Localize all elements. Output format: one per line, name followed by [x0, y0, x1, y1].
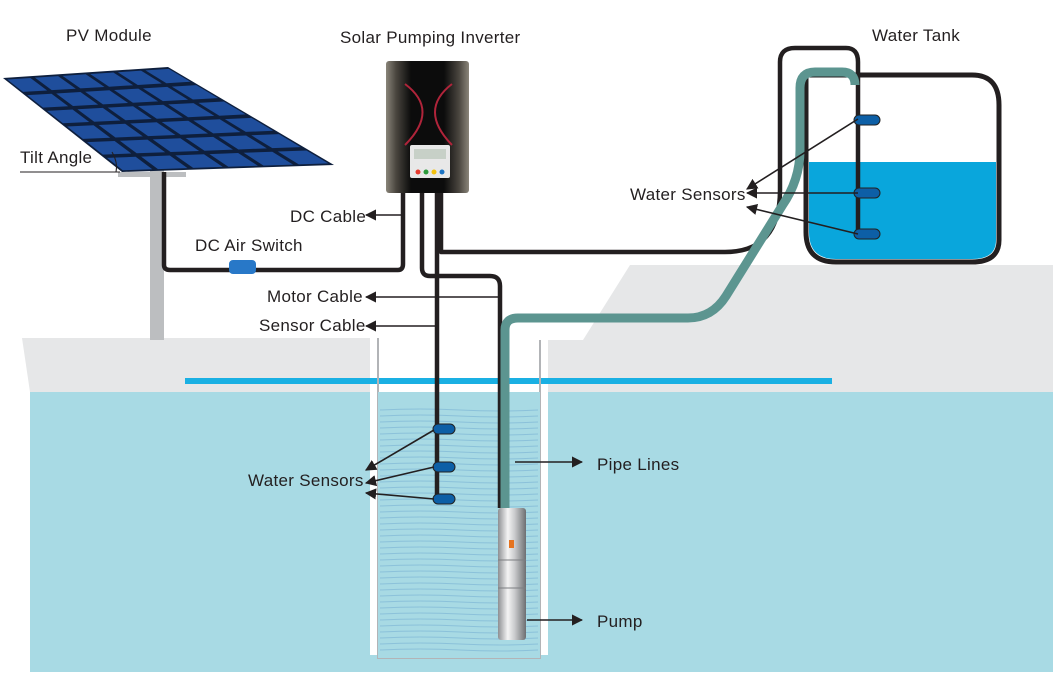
pv-cell [175, 154, 223, 168]
ripple-line [379, 642, 539, 646]
pv-cell [85, 90, 129, 105]
pv-cell [34, 76, 76, 91]
well-sensor-high [432, 423, 456, 435]
pv-stand [118, 170, 186, 340]
ground-water-right [548, 392, 1053, 672]
pv-cell [142, 86, 189, 102]
pv-cell [130, 122, 176, 137]
water-tank-label: Water Tank [872, 26, 961, 45]
pv-cell [114, 88, 159, 103]
dc-cable [161, 172, 406, 273]
tilt-angle-label: Tilt Angle [20, 148, 93, 167]
pv-cell [47, 109, 90, 124]
pv-cell [218, 135, 267, 150]
pv-cell [90, 72, 134, 87]
ripple-line [379, 498, 539, 502]
sensor-cable-tank [438, 45, 861, 255]
pv-cell [56, 92, 99, 106]
pv-cell [185, 136, 233, 151]
pv-cell [87, 141, 132, 155]
ground-water-left [30, 392, 370, 672]
ripple-line [379, 480, 539, 484]
water-sensors [432, 114, 881, 505]
pv-cell [198, 101, 246, 116]
pv-cell [243, 151, 294, 166]
pv-cell [119, 139, 166, 154]
pipe-lines-label: Pipe Lines [597, 455, 680, 474]
pv-cell [152, 138, 200, 153]
pv-cell [107, 106, 152, 121]
tank-sensor-high [853, 114, 881, 126]
ripple-line [379, 414, 539, 418]
ripple-line [379, 408, 539, 412]
ground [22, 265, 1053, 672]
dc-air-switch-label: DC Air Switch [195, 236, 303, 255]
ripple-line [379, 462, 539, 466]
pointer-arrows [364, 118, 859, 626]
tank-water-sensors-label: Water Sensors [630, 185, 746, 204]
solar-pumping-inverter [386, 61, 469, 193]
ripple-line [379, 492, 539, 496]
pv-cell [193, 119, 241, 134]
inverter-label: Solar Pumping Inverter [340, 28, 521, 47]
pv-cell [145, 68, 191, 84]
pv-cell [98, 123, 143, 138]
pv-cell [106, 156, 153, 171]
tank-sensor-low [853, 228, 881, 240]
motor-cable-label: Motor Cable [267, 287, 363, 306]
pv-cell [171, 85, 219, 100]
pv-cell [117, 70, 162, 85]
ripple-line [379, 450, 539, 454]
pv-cell [224, 117, 274, 132]
ripple-line [379, 468, 539, 472]
pv-cell [251, 134, 301, 149]
pv-cell [7, 77, 48, 92]
sensor-cable-label: Sensor Cable [259, 316, 366, 335]
ripple-line [379, 432, 539, 436]
ripple-line [379, 444, 539, 448]
pipe-line [500, 67, 860, 512]
ripple-line [379, 420, 539, 424]
ripple-line [379, 486, 539, 490]
ripple-line [379, 438, 539, 442]
ripple-line [379, 426, 539, 430]
ripple-line [379, 474, 539, 478]
pv-module-label: PV Module [66, 26, 152, 45]
pv-cell [168, 103, 215, 118]
pump-label: Pump [597, 612, 643, 631]
pv-module [3, 67, 334, 173]
dc-air-switch [229, 260, 256, 274]
pv-cell [27, 93, 69, 108]
pump [498, 508, 526, 640]
pv-cell [141, 155, 188, 170]
ripple-line [379, 456, 539, 460]
ripple-line [379, 504, 539, 508]
water-tank [803, 72, 1002, 265]
pv-cell [209, 152, 258, 167]
well-water-sensors-label: Water Sensors [248, 471, 364, 490]
pv-cell [137, 104, 184, 119]
pv-cell [77, 107, 121, 122]
well-ripples [379, 408, 539, 652]
tank-water [809, 162, 996, 259]
well-sensor-low [432, 493, 456, 505]
motor-cable [419, 190, 503, 508]
tilt-angle-arc [111, 151, 117, 173]
pv-cell [67, 125, 111, 139]
pv-cell [277, 150, 329, 165]
pv-cell [62, 74, 105, 89]
ripple-line [379, 648, 539, 652]
pv-cell [161, 120, 209, 135]
well-sensor-mid [432, 461, 456, 473]
dc-cable-label: DC Cable [290, 207, 367, 226]
